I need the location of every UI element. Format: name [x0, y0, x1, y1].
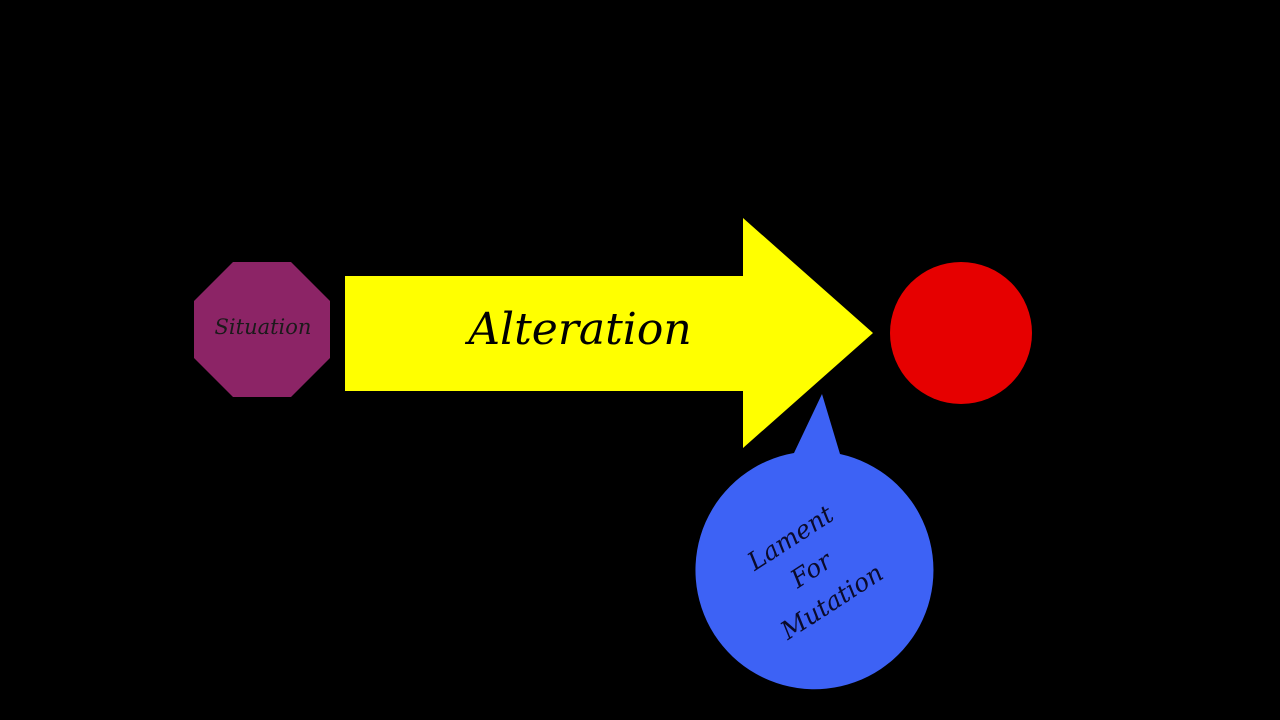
situation-node: Situation [194, 262, 330, 397]
result-node [890, 262, 1032, 404]
alteration-node: Alteration [345, 218, 873, 448]
alteration-arrow [345, 218, 873, 448]
alteration-label: Alteration [464, 304, 691, 355]
result-circle [890, 262, 1032, 404]
lament-speech-bubble [695, 394, 934, 690]
situation-label: Situation [215, 315, 312, 339]
situation-octagon [194, 262, 330, 397]
lament-node: Lament For Mutation [695, 394, 934, 690]
